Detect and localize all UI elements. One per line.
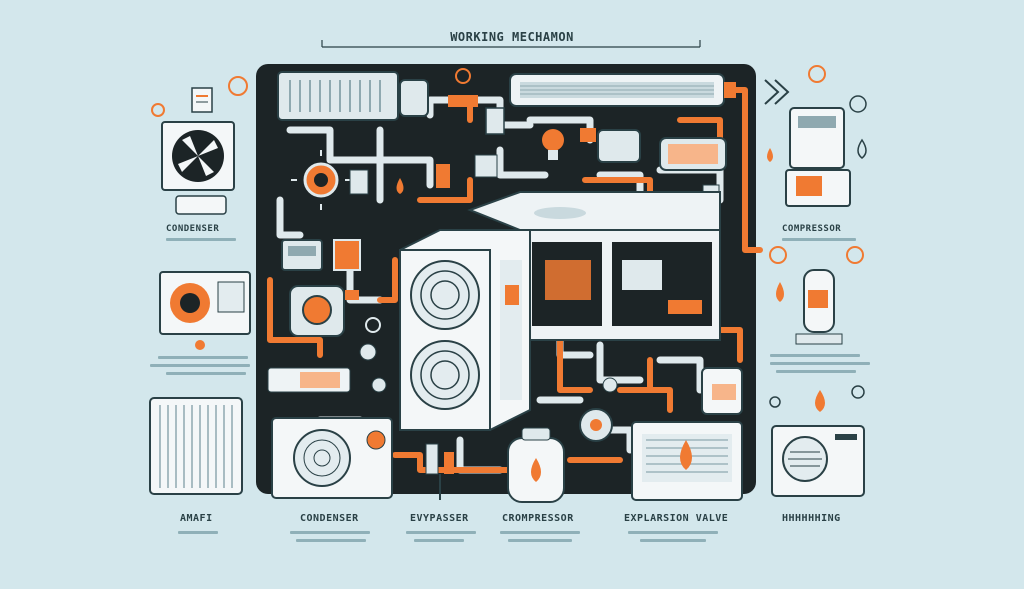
caption-line [166, 238, 236, 241]
caption-line [776, 370, 856, 373]
caption-line [406, 531, 476, 534]
small-coil [267, 367, 351, 393]
condenser-fan-left [161, 121, 235, 215]
caption-line [770, 354, 860, 357]
right-lower-icons [769, 385, 865, 412]
unit-expansion-valve [631, 421, 743, 501]
caption-line [290, 531, 370, 534]
caption-line [166, 372, 246, 375]
caption-line [628, 531, 718, 534]
label-crompressor: CROMPRESSOR [502, 513, 574, 524]
gauge-mid [602, 377, 618, 393]
evaporator-coil-top [509, 73, 736, 107]
ac-unit-left [159, 271, 251, 350]
label-explarsion-valve: EXPLARSION VALVE [624, 513, 729, 524]
pump-housing [289, 285, 359, 337]
caption-line [640, 539, 706, 542]
unit-condenser-bottom [271, 417, 393, 499]
caption-line [414, 539, 464, 542]
caption-line [150, 364, 250, 367]
unit-amafi [149, 397, 243, 495]
right-top-icons [767, 65, 867, 207]
junction-box [436, 164, 450, 188]
title-underline [321, 40, 701, 48]
diagram-title: WORKING MECHAMON [450, 30, 574, 44]
caption-line [178, 531, 218, 534]
gauge-cluster-top [448, 68, 505, 135]
condenser-coil-top [277, 71, 429, 121]
control-box [281, 239, 361, 271]
indoor-unit-cabinet [467, 191, 721, 341]
expansion-valve-icon [579, 408, 613, 442]
label-compressor-right: COMPRESSOR [782, 224, 842, 234]
caption-line [500, 531, 580, 534]
label-condenser-left: CONDENSER [166, 224, 220, 234]
valve-knob-2 [359, 343, 377, 361]
filter-drier [659, 137, 727, 171]
compressor-right [769, 246, 864, 345]
unit-compressor-tank [507, 427, 565, 503]
gauge-small [371, 377, 387, 393]
left-top-icons [151, 76, 248, 117]
light-bulb-icon [542, 129, 564, 160]
caption-line [508, 539, 572, 542]
caption-line [158, 356, 248, 359]
caption-line [770, 362, 870, 365]
label-amafi: AMAFI [180, 513, 213, 524]
label-hhhhhhing: HHHHHHING [782, 513, 841, 524]
label-condenser-bottom: CONDENSER [300, 513, 359, 524]
pressure-gauge-icon [291, 150, 351, 210]
drop-icon [396, 178, 404, 194]
unit-right-bottom [771, 425, 865, 497]
outdoor-unit-main [399, 229, 531, 431]
valve-assembly [580, 128, 641, 163]
flow-arrow-icon [764, 79, 790, 105]
valve-knob [365, 317, 381, 333]
display-panel [474, 154, 498, 178]
caption-line [296, 539, 366, 542]
caption-line [782, 238, 856, 241]
receiver-tank [701, 367, 743, 415]
unit-evypasser [425, 443, 454, 500]
switch-box [349, 169, 369, 195]
label-evypasser: EVYPASSER [410, 513, 469, 524]
